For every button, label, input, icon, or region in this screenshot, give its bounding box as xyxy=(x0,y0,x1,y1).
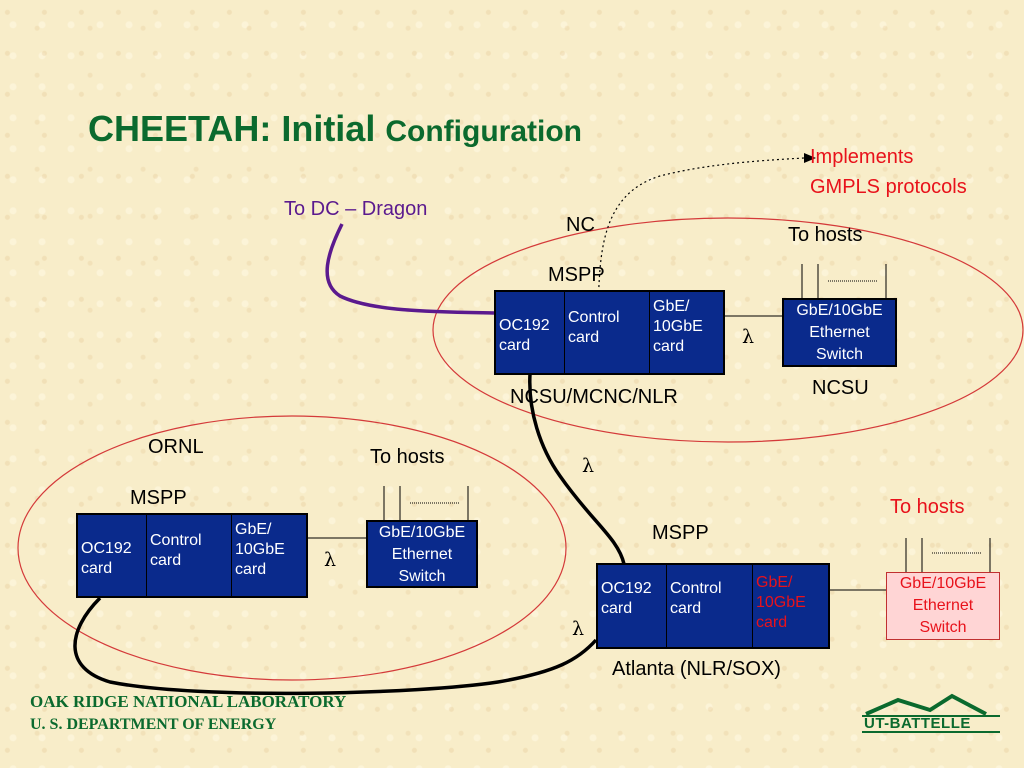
ornl-label: ORNL xyxy=(148,436,204,458)
ornl-mspp: OC192 card Control card GbE/ 10GbE card xyxy=(76,513,308,598)
nc-mspp: OC192 card Control card GbE/ 10GbE card xyxy=(494,290,725,375)
ut-battelle-logo xyxy=(862,693,1000,733)
ornl-lambda: λ xyxy=(324,549,337,571)
dragon-link xyxy=(325,223,495,315)
nc-control-card: Control card xyxy=(565,292,650,373)
ornl-oc192-card: OC192 card xyxy=(78,515,147,596)
ut-battelle-logo-text: UT-BATTELLE xyxy=(864,715,971,732)
nc-gbe-card: GbE/ 10GbE card xyxy=(653,298,703,355)
nc-mspp-label: MSPP xyxy=(548,264,605,286)
page-title: CHEETAH: Initial Configuration xyxy=(88,108,582,150)
nc-switch-location: NCSU xyxy=(812,377,869,399)
atlanta-gbe-card: GbE/ 10GbE card xyxy=(756,574,806,631)
ornl-mspp-label: MSPP xyxy=(130,487,187,509)
to-dc-label: To DC – Dragon xyxy=(284,198,428,220)
title-main: CHEETAH: Initial xyxy=(88,108,376,149)
atlanta-oc192-card: OC192 card xyxy=(598,565,667,647)
ornl-site-ellipse xyxy=(17,415,567,681)
gmpls-note: Implements GMPLS protocols xyxy=(810,146,967,198)
ornl-control-card: Control card xyxy=(147,515,232,596)
atlanta-hosts-label: To hosts xyxy=(890,496,965,518)
nc-lambda: λ xyxy=(742,326,755,348)
atlanta-host-stubs xyxy=(905,538,991,572)
footer-lab-name: OAK RIDGE NATIONAL LABORATORY xyxy=(30,692,347,711)
gmpls-dotted-link xyxy=(597,157,805,313)
gmpls-arrowhead xyxy=(804,153,816,163)
atlanta-ethernet-switch: GbE/10GbE Ethernet Switch xyxy=(886,572,1000,640)
title-sub: Configuration xyxy=(385,115,582,148)
nc-label: NC xyxy=(566,214,595,236)
footer-department: U. S. DEPARTMENT OF ENERGY xyxy=(30,716,277,733)
ornl-ethernet-switch: GbE/10GbE Ethernet Switch xyxy=(366,520,478,588)
nc-hosts-label: To hosts xyxy=(788,224,863,246)
nc-ethernet-switch: GbE/10GbE Ethernet Switch xyxy=(782,298,897,367)
ornl-host-stubs xyxy=(383,486,469,520)
atlanta-location: Atlanta (NLR/SOX) xyxy=(612,658,781,680)
nc-oc192-card: OC192 card xyxy=(496,292,565,373)
nc-location: NCSU/MCNC/NLR xyxy=(510,386,678,408)
nc-host-stubs xyxy=(801,264,887,298)
nc-atlanta-fiber xyxy=(528,373,626,565)
ornl-atlanta-lambda: λ xyxy=(572,618,585,640)
atlanta-control-card: Control card xyxy=(667,565,753,647)
atlanta-mspp-label: MSPP xyxy=(652,522,709,544)
atlanta-mspp: OC192 card Control card GbE/ 10GbE card xyxy=(596,563,830,649)
nc-atlanta-lambda: λ xyxy=(582,455,595,477)
nc-site-ellipse xyxy=(432,217,1024,443)
ornl-gbe-card: GbE/ 10GbE card xyxy=(235,521,285,578)
ornl-atlanta-fiber xyxy=(73,596,598,696)
ornl-hosts-label: To hosts xyxy=(370,446,445,468)
